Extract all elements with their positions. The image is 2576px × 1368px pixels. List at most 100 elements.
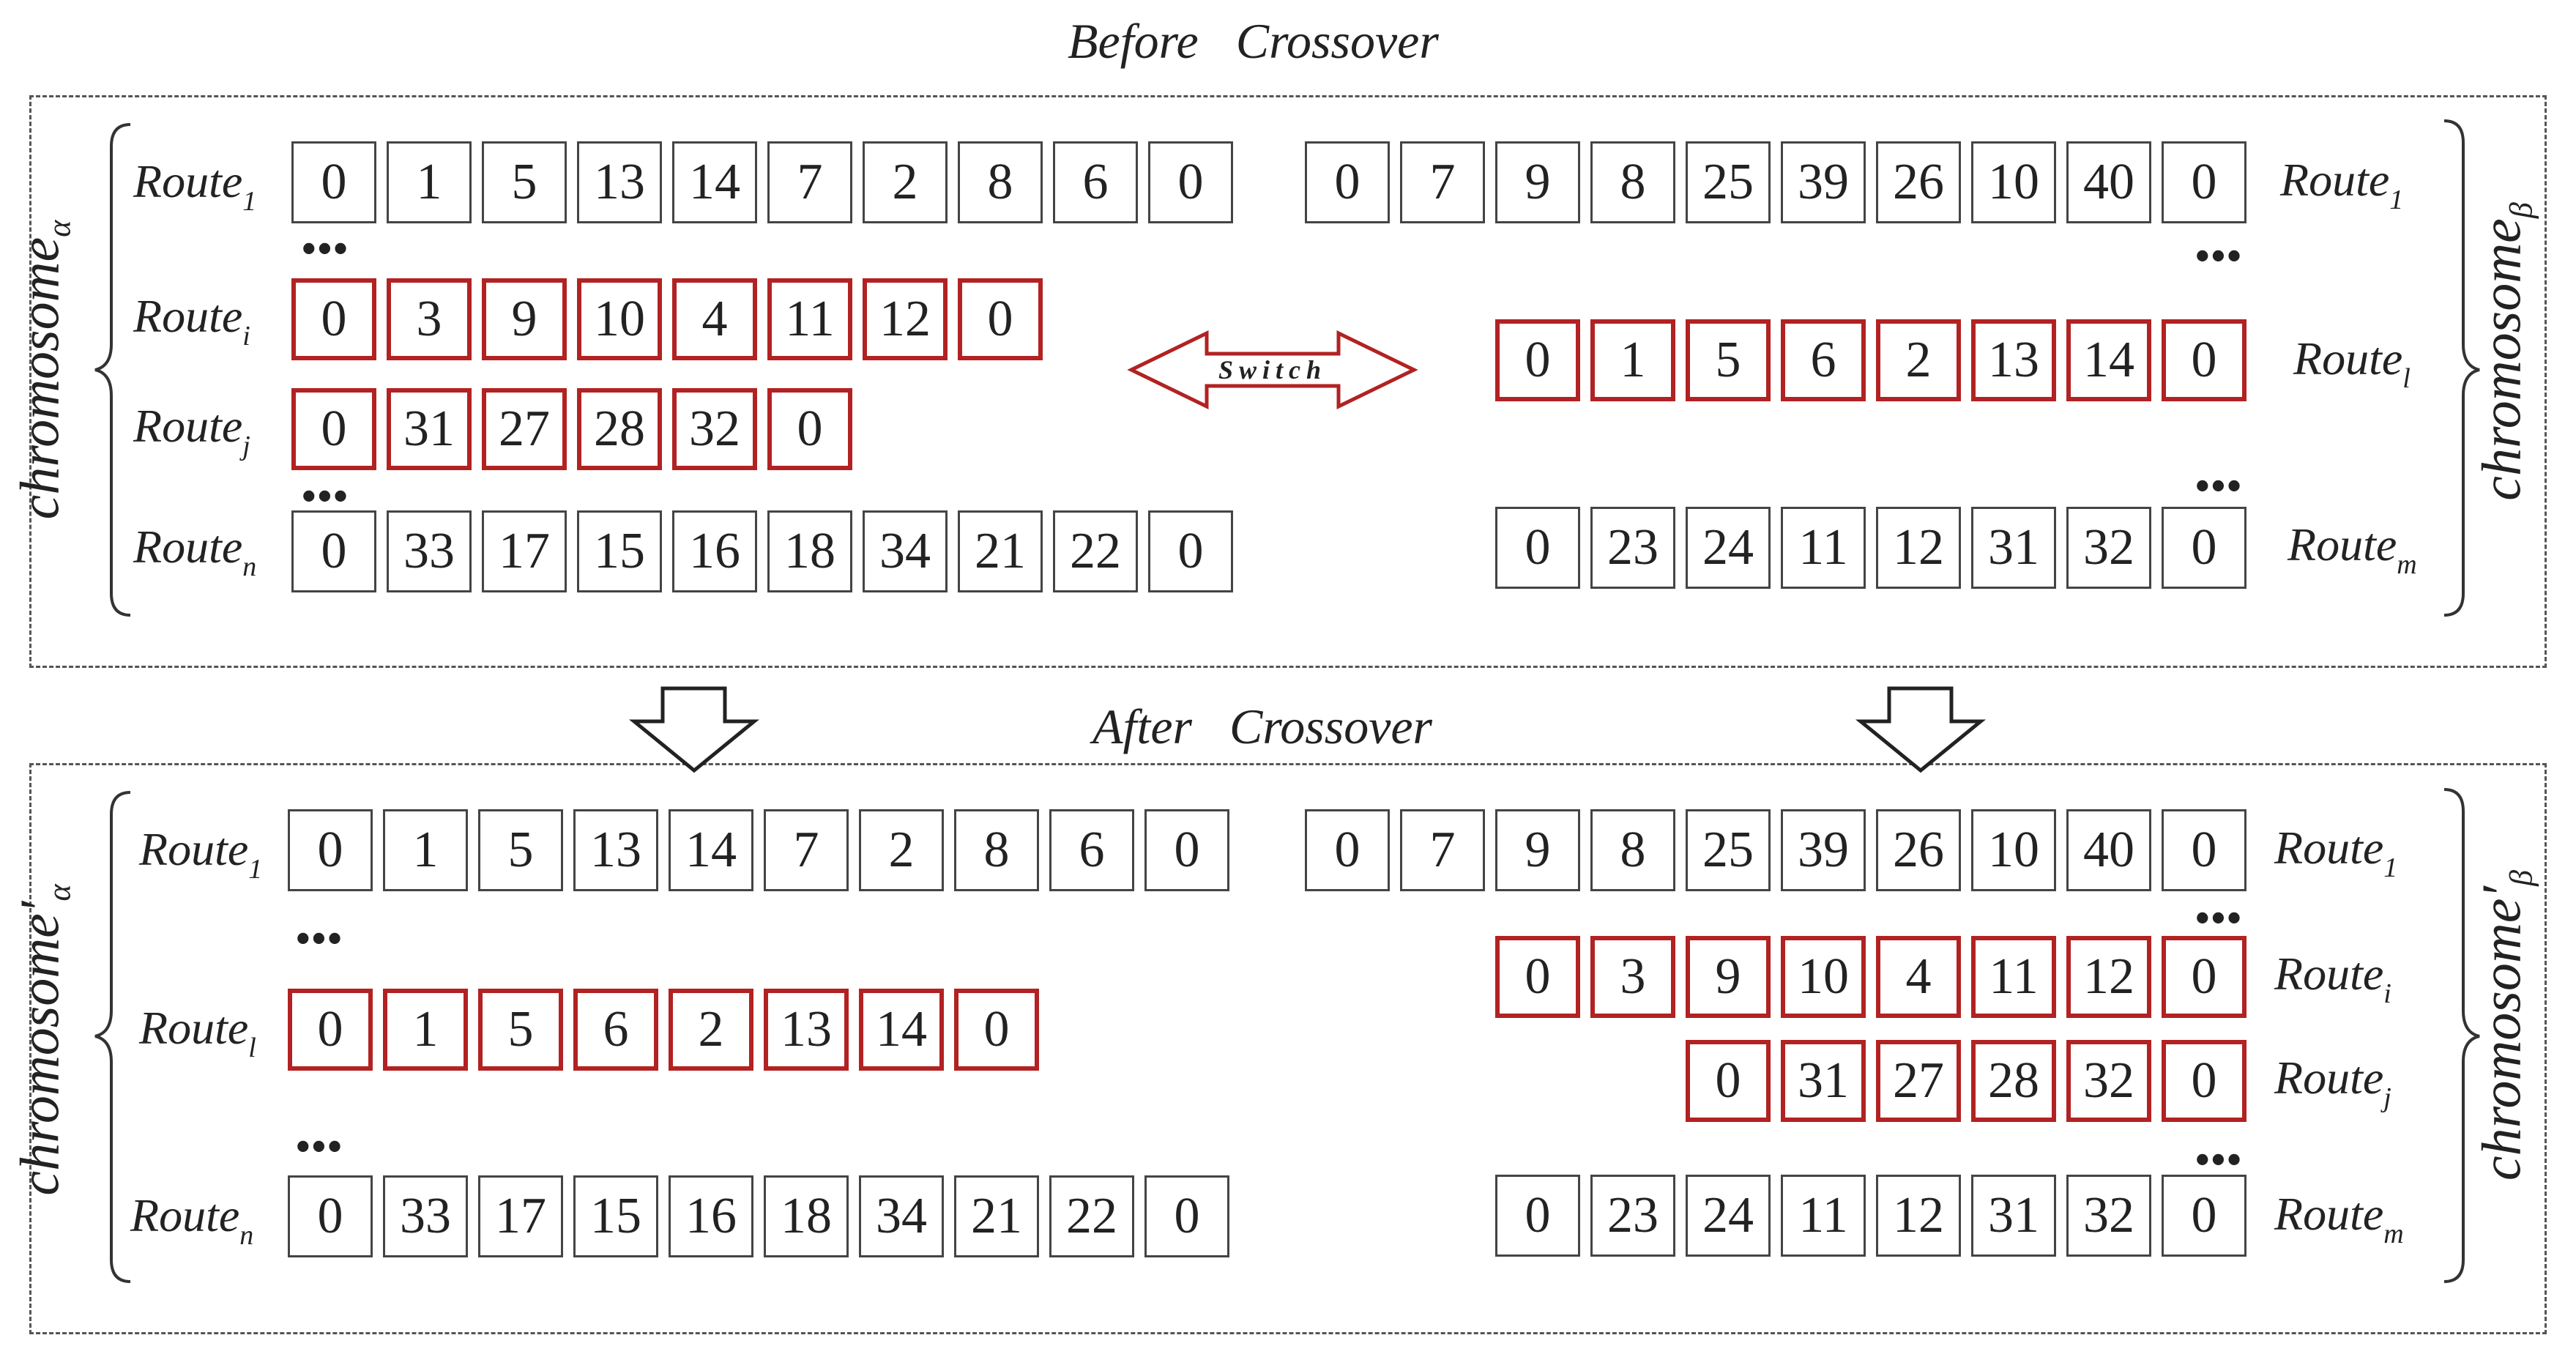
route-cell: 15 — [577, 510, 662, 592]
ellipsis-before-left-bottom: ••• — [302, 474, 349, 519]
route-cell: 2 — [1876, 319, 1961, 401]
route-cell: 5 — [478, 809, 563, 891]
route-cell: 34 — [859, 1175, 944, 1257]
route-cell: 0 — [288, 809, 373, 891]
route-cell: 8 — [1590, 141, 1675, 223]
route-cell: 0 — [954, 989, 1039, 1071]
chromosome-alpha-label: chromosomeα — [9, 220, 78, 520]
right-brace-after — [2443, 788, 2480, 1283]
chromosome-alpha-sub: α — [41, 220, 78, 237]
route-cell: 17 — [482, 510, 567, 592]
before-right-routem-label: Routem — [2287, 518, 2417, 580]
chromosome-beta-prime-sub: β — [2503, 869, 2539, 886]
route-cell: 0 — [1495, 1175, 1580, 1257]
route-cell: 40 — [2066, 141, 2151, 223]
route-cell: 24 — [1686, 1175, 1771, 1257]
chromosome-alpha-prime-label: chromosome′α — [9, 884, 77, 1196]
route-cell: 16 — [669, 1175, 753, 1257]
left-brace-before — [94, 123, 131, 617]
route-cell: 18 — [764, 1175, 849, 1257]
route-cell: 21 — [954, 1175, 1039, 1257]
route-cell: 6 — [1781, 319, 1866, 401]
route-cell: 40 — [2066, 809, 2151, 891]
after-right-routei-label: Routei — [2274, 948, 2391, 1009]
route-cell: 14 — [669, 809, 753, 891]
route-cell: 9 — [1686, 936, 1771, 1018]
route-cell: 0 — [291, 141, 376, 223]
route-cell: 13 — [573, 809, 658, 891]
route-cell: 7 — [1400, 141, 1485, 223]
before-crossover-title: Before Crossover — [1068, 13, 1439, 69]
route-cell: 5 — [1686, 319, 1771, 401]
route-cell: 32 — [672, 388, 757, 470]
route-cell: 2 — [669, 989, 753, 1071]
chromosome-beta-label: chromosomeβ — [2471, 202, 2539, 501]
route-cell: 1 — [383, 809, 468, 891]
route-cell: 0 — [1495, 319, 1580, 401]
route-cell: 0 — [1305, 809, 1390, 891]
route-cell: 22 — [1049, 1175, 1134, 1257]
ellipsis-after-left-top: ••• — [296, 916, 343, 962]
after-crossover-title: After Crossover — [1092, 699, 1433, 754]
route-cell: 4 — [672, 278, 757, 360]
route-cell: 11 — [1781, 1175, 1866, 1257]
route-cell: 27 — [482, 388, 567, 470]
switch-double-arrow-icon — [1127, 330, 1418, 409]
route-cell: 15 — [573, 1175, 658, 1257]
chromosome-alpha-prime-base: chromosome′ — [9, 901, 71, 1196]
before-left-routej-label: Routej — [133, 400, 250, 461]
route-cell: 0 — [291, 510, 376, 592]
after-right-routej-label: Routej — [2274, 1052, 2391, 1113]
route-cell: 14 — [859, 989, 944, 1071]
route-cell: 26 — [1876, 141, 1961, 223]
route-cell: 11 — [1971, 936, 2056, 1018]
route-cell: 0 — [288, 989, 373, 1071]
ellipsis-after-right-bottom: ••• — [2195, 1137, 2243, 1183]
after-left-routel-label: Routel — [139, 1002, 256, 1063]
route-cell: 33 — [383, 1175, 468, 1257]
before-left-routen-label: Routen — [133, 521, 257, 582]
route-cell: 10 — [1971, 141, 2056, 223]
chromosome-beta-base: chromosome — [2471, 218, 2533, 501]
route-cell: 18 — [767, 510, 852, 592]
ellipsis-before-right-bottom: ••• — [2195, 464, 2243, 509]
route-cell: 9 — [1495, 141, 1580, 223]
route-cell: 22 — [1053, 510, 1138, 592]
route-cell: 0 — [1495, 936, 1580, 1018]
route-cell: 6 — [1049, 809, 1134, 891]
route-cell: 3 — [387, 278, 472, 360]
route-cell: 7 — [764, 809, 849, 891]
after-crossover-panel — [29, 763, 2547, 1334]
route-cell: 14 — [2066, 319, 2151, 401]
route-cell: 26 — [1876, 809, 1961, 891]
route-cell: 0 — [2162, 319, 2246, 401]
switch-label: Switch — [1218, 355, 1328, 384]
route-cell: 25 — [1686, 141, 1771, 223]
route-cell: 16 — [672, 510, 757, 592]
before-right-route1-label: Route1 — [2280, 154, 2404, 215]
route-cell: 39 — [1781, 141, 1866, 223]
route-cell: 32 — [2066, 1040, 2151, 1122]
route-cell: 0 — [291, 278, 376, 360]
route-cell: 32 — [2066, 507, 2151, 589]
route-cell: 0 — [1144, 809, 1229, 891]
route-cell: 0 — [2162, 1175, 2246, 1257]
route-cell: 24 — [1686, 507, 1771, 589]
route-cell: 6 — [573, 989, 658, 1071]
chromosome-beta-prime-label: chromosome′β — [2471, 869, 2539, 1181]
route-cell: 39 — [1781, 809, 1866, 891]
route-cell: 0 — [291, 388, 376, 470]
route-cell: 8 — [1590, 809, 1675, 891]
ellipsis-after-right-top: ••• — [2195, 896, 2243, 941]
route-cell: 28 — [577, 388, 662, 470]
